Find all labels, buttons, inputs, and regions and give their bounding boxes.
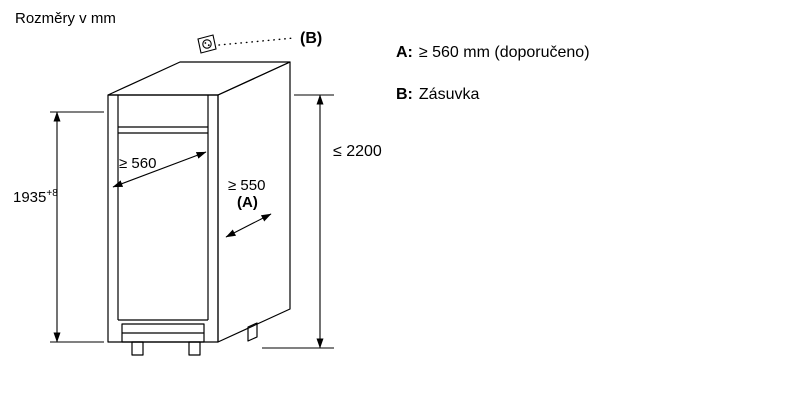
- socket-leader-line: [219, 38, 294, 45]
- socket-ref-label: (B): [300, 30, 323, 47]
- cabinet-top-face: [108, 62, 290, 95]
- dimension-niche-width-arrow: [112, 152, 207, 187]
- legend-b-value: Zásuvka: [418, 86, 480, 103]
- dimension-total-height: [262, 95, 334, 348]
- depth-ref-label: (A): [237, 194, 258, 211]
- legend-line-a: A: ≥ 560 mm (doporučeno): [396, 44, 590, 62]
- dimension-depth-arrow: [225, 214, 272, 237]
- legend-a-value: ≥ 560 mm (doporučeno): [418, 44, 590, 61]
- foot-front-left: [132, 342, 143, 355]
- total-height-label: ≤ 2200: [333, 143, 382, 160]
- niche-height-value: 1935: [13, 189, 47, 206]
- socket-icon: [198, 35, 216, 53]
- legend-line-b: B: Zásuvka: [396, 86, 590, 104]
- dimension-niche-height: [50, 112, 104, 342]
- page-title: Rozměry v mm: [15, 10, 116, 27]
- legend-b-key: B:: [396, 86, 413, 103]
- niche-width-label: ≥ 560: [119, 155, 157, 172]
- legend-a-key: A:: [396, 44, 413, 61]
- plinth-front: [122, 324, 204, 342]
- niche-top-panel: [118, 127, 208, 133]
- legend: A: ≥ 560 mm (doporučeno) B: Zásuvka: [396, 44, 590, 128]
- foot-side: [248, 323, 257, 341]
- niche-height-label: 1935+8: [13, 188, 58, 206]
- niche-depth-label: ≥ 550: [228, 177, 266, 194]
- cabinet-outline: [108, 62, 290, 355]
- cabinet-front-face: [108, 95, 218, 342]
- niche-height-tolerance: +8: [46, 188, 58, 199]
- foot-front-right: [189, 342, 200, 355]
